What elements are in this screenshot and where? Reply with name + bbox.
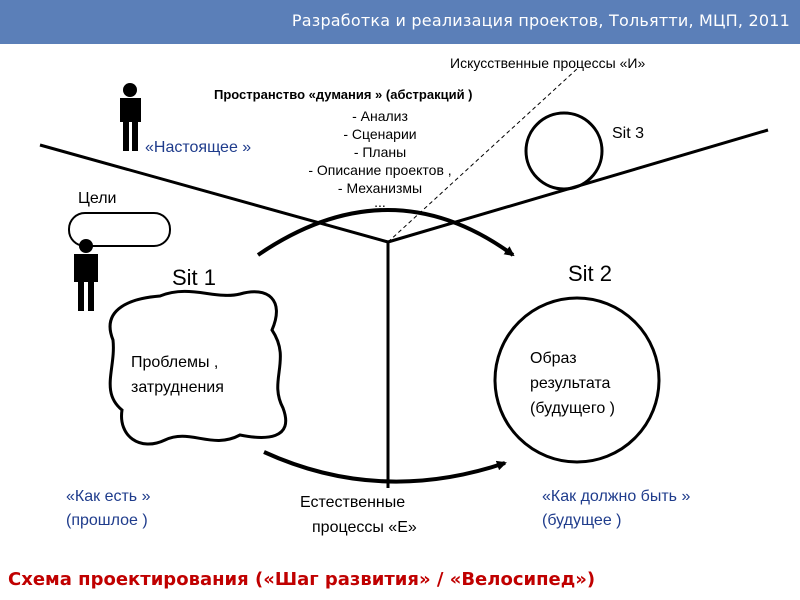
should-be-line: «Как должно быть » bbox=[542, 488, 691, 505]
thinking-space-item: - Механизмы bbox=[337, 180, 423, 196]
header-bar: Разработка и реализация проектов, Тольят… bbox=[0, 0, 800, 44]
sit1-label: Sit 1 bbox=[172, 265, 217, 290]
left-v-line bbox=[39, 143, 389, 244]
as-is-line: «Как есть » bbox=[66, 488, 151, 505]
as-is-text: «Как есть » (прошлое ) bbox=[66, 485, 150, 533]
result-line: (будущего ) bbox=[530, 400, 615, 417]
thinking-space-item: - Анализ bbox=[352, 108, 408, 124]
sit3-circle bbox=[524, 111, 604, 191]
problems-line: затруднения bbox=[131, 379, 224, 396]
person-icon-present bbox=[120, 83, 141, 151]
sit3-label: Sit 3 bbox=[612, 125, 645, 142]
person-icon-sit1 bbox=[74, 239, 98, 311]
sit2-label: Sit 2 bbox=[568, 261, 613, 286]
thinking-space-list: - Анализ - Сценарии - Планы - Описание п… bbox=[280, 107, 480, 211]
artificial-processes-label: Искусственные процессы «И» bbox=[450, 55, 646, 71]
sit1-blob bbox=[108, 289, 288, 446]
header-title: Разработка и реализация проектов, Тольят… bbox=[291, 11, 790, 30]
natural-line: Естественные bbox=[300, 494, 406, 511]
sit2-circle bbox=[493, 296, 661, 464]
top-arc-arrow bbox=[256, 208, 515, 257]
result-image-text: Образ результата (будущего ) bbox=[530, 346, 615, 421]
result-line: Образ bbox=[530, 350, 577, 367]
goals-capsule bbox=[68, 212, 171, 247]
thinking-space-item: - Сценарии bbox=[343, 126, 417, 142]
slide-caption: Схема проектирования («Шаг развития» / «… bbox=[8, 569, 596, 590]
goals-label: Цели bbox=[78, 190, 117, 207]
natural-processes-text: Естественные процессы «Е» bbox=[300, 490, 417, 540]
result-line: результата bbox=[530, 375, 611, 392]
as-is-line: (прошлое ) bbox=[66, 512, 148, 529]
thinking-space-item: ... bbox=[374, 194, 386, 210]
thinking-space-item: - Планы bbox=[353, 144, 407, 160]
bottom-arc-arrow bbox=[263, 450, 507, 484]
should-be-text: «Как должно быть » (будущее ) bbox=[542, 485, 690, 533]
present-label: «Настоящее » bbox=[145, 139, 252, 156]
natural-line: процессы «Е» bbox=[312, 519, 417, 536]
problems-text: Проблемы , затруднения bbox=[131, 350, 224, 400]
problems-line: Проблемы , bbox=[131, 354, 219, 371]
thinking-space-item: - Описание проектов , bbox=[308, 162, 452, 178]
should-be-line: (будущее ) bbox=[542, 512, 622, 529]
thinking-space-title: Пространство «думания » (абстракций ) bbox=[214, 87, 473, 102]
